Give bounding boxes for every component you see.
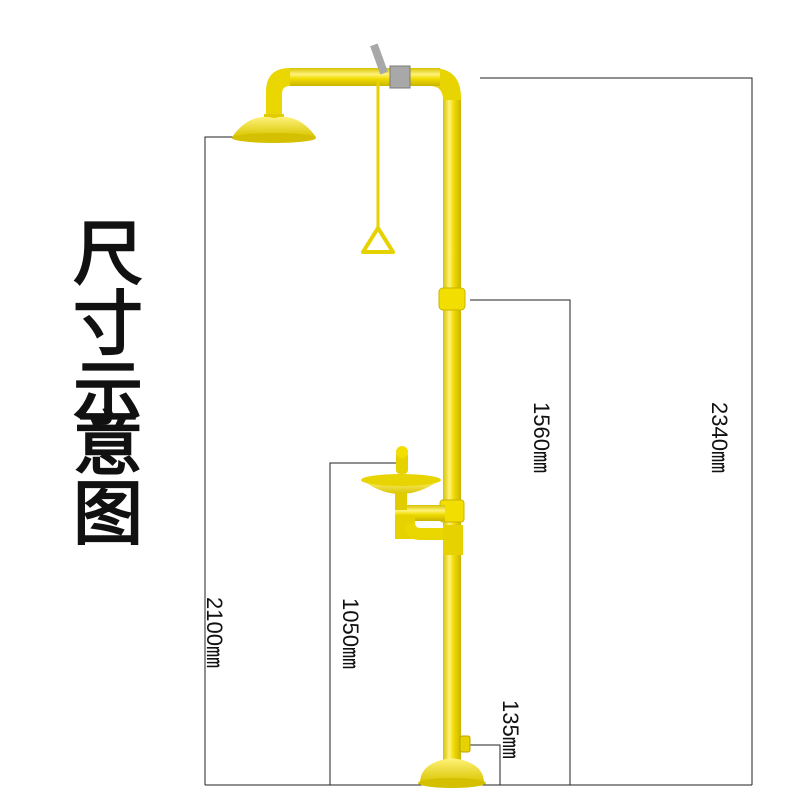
- dimension-lines: [204, 77, 753, 786]
- upper-coupling: [438, 287, 466, 311]
- shower-elbow: [266, 68, 290, 120]
- shower-head-height-line: [204, 136, 245, 785]
- inlet-height-label: 135㎜: [498, 700, 523, 759]
- shower-head-icon: [232, 114, 316, 143]
- main-pipe: [443, 100, 461, 768]
- upper-section-line: [470, 299, 571, 785]
- title-char: 示: [73, 353, 143, 435]
- inlet-height-line: [470, 744, 501, 785]
- top-pipe: [290, 68, 440, 86]
- pull-handle-icon: [361, 80, 395, 254]
- upper-section-label: 1560㎜: [529, 402, 554, 473]
- title-char: 寸: [73, 283, 143, 365]
- emergency-shower-illustration: [232, 43, 486, 788]
- eyewash-height-line: [329, 462, 405, 785]
- eyewash-height-label: 1050㎜: [338, 598, 363, 669]
- base-plate-icon: [418, 735, 486, 788]
- shower-head-height-label: 2100㎜: [202, 597, 227, 668]
- title-char: 意: [73, 403, 143, 485]
- title-char: 图: [73, 473, 143, 555]
- dimension-labels: 2340㎜ 1560㎜ 2100㎜ 1050㎜ 135㎜: [202, 402, 732, 759]
- total-height-label: 2340㎜: [707, 402, 732, 473]
- valve-icon: [370, 43, 411, 89]
- page-title: 尺 寸 示 意 图: [73, 213, 143, 555]
- title-char: 尺: [73, 213, 143, 295]
- total-height-line: [480, 77, 753, 785]
- eyewash-bowl-icon: [361, 446, 463, 555]
